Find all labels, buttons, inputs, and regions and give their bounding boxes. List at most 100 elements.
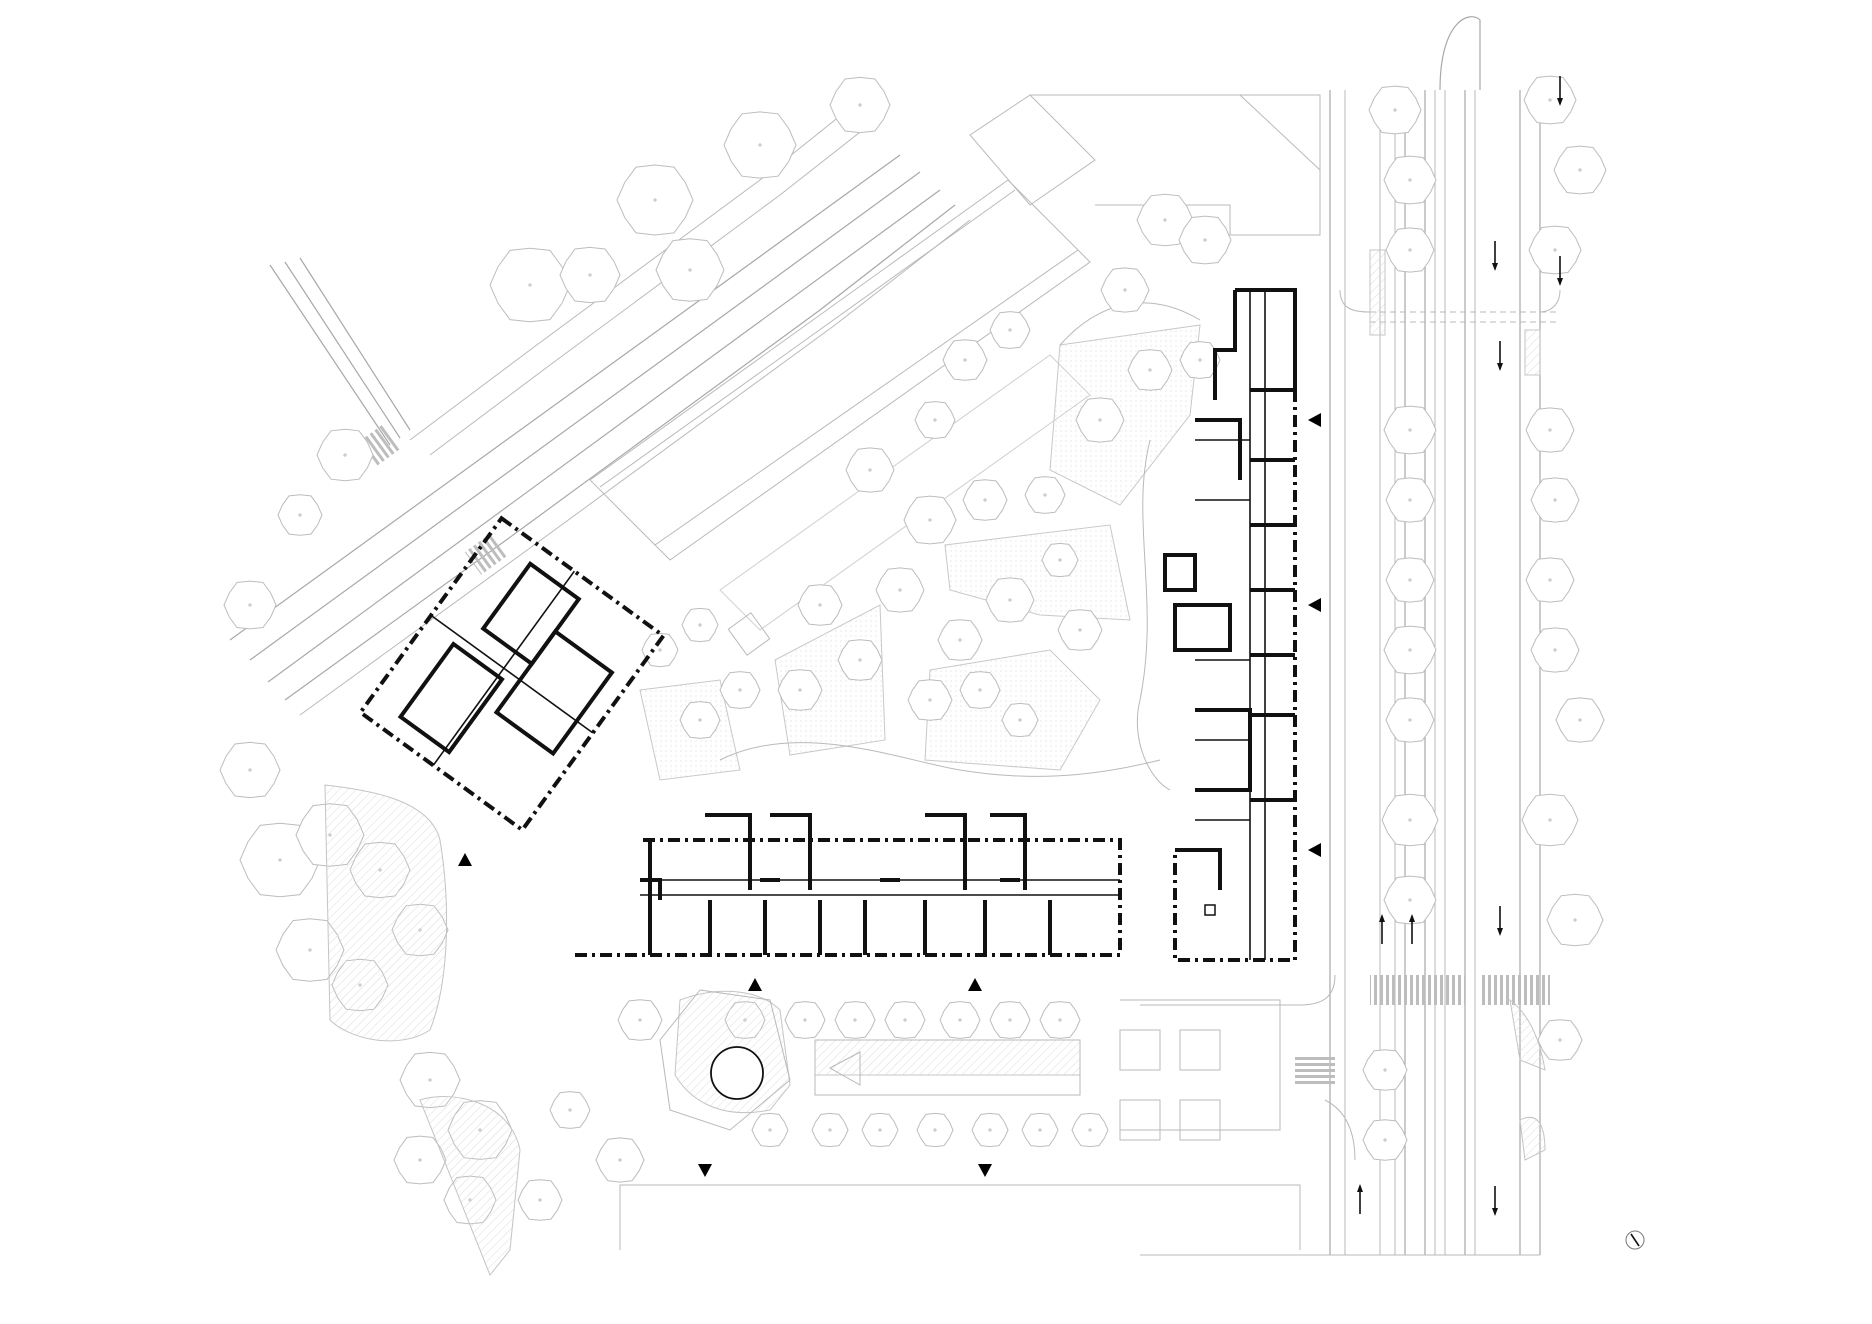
tree-icon [1383,625,1437,675]
tree-icon [1385,477,1435,523]
tree-icon [784,1001,826,1039]
tree-icon [1537,1019,1583,1061]
tree-icon [723,111,797,179]
main-avenue [1140,16,1561,1256]
tree-icon [316,428,374,482]
tree-icon [907,679,953,721]
traffic-arrow-icon [1557,76,1563,106]
tree-icon [277,494,323,536]
tree-icon [1530,627,1580,673]
tree-icon [1385,227,1435,273]
tree-icon [489,247,571,323]
tree-icon [1385,697,1435,743]
tree-icon [989,311,1031,349]
tree-icon [1546,893,1604,947]
tree-icon [1523,75,1577,125]
tree-icon [1041,542,1079,578]
entrance-triangle-icon [1308,598,1321,612]
tree-icon [903,495,957,545]
entrance-triangle-icon [458,853,472,866]
north-arrow-icon [1625,1230,1645,1250]
tree-icon [681,607,719,643]
tree-icon [1021,1112,1059,1148]
tree-icon [797,584,843,626]
tree-icon [275,918,345,982]
bottom-building [619,1184,1301,1250]
tree-icon [549,1091,591,1129]
tree-icon [1136,193,1194,247]
tree-icon [916,1112,954,1148]
tree-icon [884,1001,926,1039]
tree-icon [559,246,621,304]
tree-icon [861,1112,899,1148]
tree-icon [617,999,663,1041]
tree-icon [875,567,925,613]
entrance-triangle-icon [968,978,982,991]
tree-icon [1362,1049,1408,1091]
tree-icon [223,580,277,630]
tree-icon [985,577,1035,623]
tree-icon [959,671,1001,709]
tree-icon [1385,557,1435,603]
tree-icon [1001,702,1039,738]
roundabout-circle [710,1046,764,1100]
tree-icon [1039,1001,1081,1039]
tree-icon [989,1001,1031,1039]
traffic-arrow-icon [1409,914,1415,944]
south-block [575,813,1122,957]
traffic-arrow-icon [1379,914,1385,944]
tree-icon [719,671,761,709]
tree-icon [971,1112,1009,1148]
tree-icon [962,479,1008,521]
planting-areas [324,249,1546,1276]
traffic-arrow-icon [1557,256,1563,286]
tree-icon [1553,145,1607,195]
traffic-arrow-icon [1357,1184,1363,1214]
tree-icon [777,669,823,711]
entrance-triangle-icon [698,1164,712,1177]
existing-shed [589,94,1321,656]
tree-icon [1555,697,1605,743]
tree-icon [1525,407,1575,453]
tree-icon [914,401,956,439]
tree-icon [1179,341,1221,379]
entrance-markers [458,413,1321,1177]
tree-icon [595,1137,645,1183]
tree-icon [1383,405,1437,455]
tree-icon [1381,793,1439,847]
tree-icon [1525,557,1575,603]
tree-icon [1075,397,1125,443]
entrance-triangle-icon [1308,843,1321,857]
tree-icon [1362,1119,1408,1161]
tree-icon [393,1135,447,1185]
entrance-triangle-icon [1308,413,1321,427]
tree-icon [1127,349,1173,391]
tree-icon [751,1112,789,1148]
tree-icon [837,639,883,681]
plaza [659,989,1281,1141]
east-block [1163,288,1297,962]
tree-icon [937,619,983,661]
tree-icon [517,1179,563,1221]
tree-icon [1383,155,1437,205]
tree-icon [939,1001,981,1039]
tree-icon [616,164,694,236]
tree-icon [1100,267,1150,313]
tree-icon [1530,477,1580,523]
tree-icon [1528,225,1582,275]
traffic-arrows [1357,76,1563,1216]
tree-icon [1071,1112,1109,1148]
entrance-triangle-icon [748,978,762,991]
tree-icon [829,76,891,134]
west-block [357,515,667,833]
tree-icon [655,238,725,302]
tree-icon [834,1001,876,1039]
tree-icon [641,632,679,668]
tree-icon [845,447,895,493]
tree-icon [1178,215,1232,265]
traffic-arrow-icon [1497,906,1503,936]
traffic-arrow-icon [1492,1186,1498,1216]
tree-icon [1024,476,1066,514]
tree-icon [942,339,988,381]
